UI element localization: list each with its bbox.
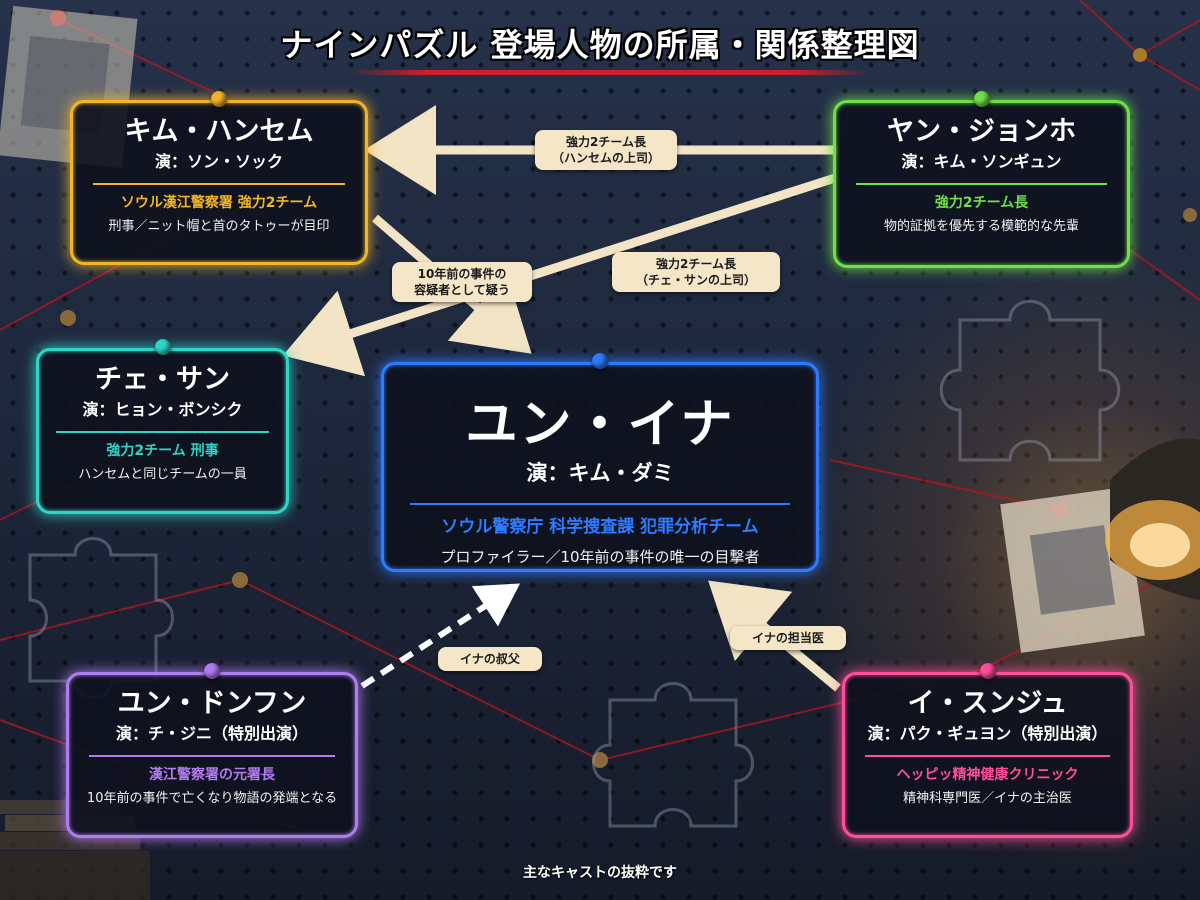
card-yun-donghun: ユン・ドンフン 演：チ・ジニ（特別出演） 漢江警察署の元署長 10年前の事件で亡… <box>66 663 358 838</box>
affiliation: ソウル警察庁 科学捜査課 犯罪分析チーム <box>441 517 759 537</box>
pin-icon <box>592 353 608 369</box>
description: 刑事／ニット帽と首のタトゥーが目印 <box>108 219 330 234</box>
card-divider <box>89 755 335 757</box>
actor-name: 演：パク・ギュヨン（特別出演） <box>867 724 1108 743</box>
description: プロファイラー／10年前の事件の唯一の目撃者 <box>440 548 760 566</box>
pin-icon <box>973 91 990 107</box>
arrow-dong-to-yun <box>360 583 521 689</box>
description: 精神科専門医／イナの主治医 <box>903 791 1072 806</box>
pin-icon <box>979 663 996 679</box>
card-divider <box>864 755 1111 757</box>
character-name: チェ・サン <box>95 364 230 395</box>
pin-icon <box>154 339 171 355</box>
affiliation: 強力2チーム長 <box>934 195 1029 211</box>
relation-label-yang-choi: 強力2チーム長 （チェ・サンの上司） <box>612 252 780 292</box>
card-lee-seungju: イ・スンジュ 演：パク・ギュヨン（特別出演） ヘッピッ精神健康クリニック 精神科… <box>842 663 1133 838</box>
relation-label-yang-kim: 強力2チーム長 （ハンセムの上司） <box>535 130 677 170</box>
title-underline <box>350 70 870 75</box>
footer-note: 主なキャストの抜粋です <box>523 865 677 881</box>
character-name: ユン・ドンフン <box>117 688 307 719</box>
description: 物的証拠を優先する模範的な先輩 <box>883 219 1079 234</box>
description: ハンセムと同じチームの一員 <box>78 467 247 482</box>
pin-icon <box>204 663 220 679</box>
character-name: イ・スンジュ <box>907 688 1068 719</box>
character-name: ヤン・ジョンホ <box>887 116 1076 147</box>
actor-name: 演：キム・ソンギュン <box>901 152 1062 171</box>
card-divider <box>56 431 269 433</box>
character-name: キム・ハンセム <box>124 116 314 147</box>
arrow-yang-to-choi <box>282 173 837 377</box>
page-title: ナインパズル 登場人物の所属・関係整理図 <box>280 26 920 64</box>
card-yang-jeongho: ヤン・ジョンホ 演：キム・ソンギュン 強力2チーム長 物的証拠を優先する模範的な… <box>833 91 1130 268</box>
actor-name: 演：チ・ジニ（特別出演） <box>115 724 308 743</box>
pin-icon <box>211 91 227 107</box>
desk-lamp <box>1105 438 1200 600</box>
affiliation: 強力2チーム 刑事 <box>106 443 219 459</box>
card-kim-hansem: キム・ハンセム 演：ソン・ソック ソウル漢江警察署 強力2チーム 刑事／ニット帽… <box>70 91 368 265</box>
card-divider <box>93 183 345 185</box>
actor-name: 演：ソン・ソック <box>154 152 283 171</box>
actor-name: 演：キム・ダミ <box>526 461 674 485</box>
card-divider <box>409 503 791 505</box>
affiliation: ヘッピッ精神健康クリニック <box>896 767 1079 783</box>
description: 10年前の事件で亡くなり物語の発端となる <box>86 791 338 806</box>
title-banner: ナインパズル 登場人物の所属・関係整理図 <box>190 14 1010 78</box>
card-choi-san: チェ・サン 演：ヒョン・ボンシク 強力2チーム 刑事 ハンセムと同じチームの一員 <box>36 339 289 514</box>
affiliation: ソウル漢江警察署 強力2チーム <box>120 195 318 211</box>
actor-name: 演：ヒョン・ボンシク <box>82 400 243 419</box>
relation-label-dong-yun: イナの叔父 <box>438 647 542 671</box>
relation-label-kim-yun: 10年前の事件の 容疑者として疑う <box>392 262 532 302</box>
card-divider <box>856 183 1107 185</box>
relation-label-lee-yun: イナの担当医 <box>730 626 846 650</box>
card-yun-ina: ユン・イナ 演：キム・ダミ ソウル警察庁 科学捜査課 犯罪分析チーム プロファイ… <box>381 353 819 572</box>
character-name: ユン・イナ <box>465 395 735 455</box>
affiliation: 漢江警察署の元署長 <box>149 767 275 783</box>
